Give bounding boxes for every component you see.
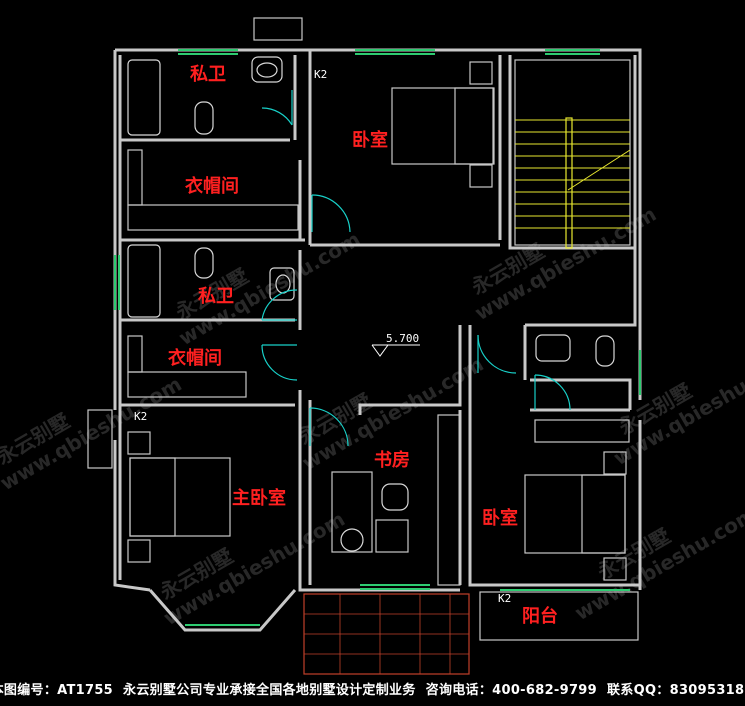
room-label-bedroom-right: 卧室 [482,507,518,529]
staircase [514,59,631,249]
elevation-value: 5.700 [386,332,419,345]
room-label-balcony: 阳台 [522,605,558,627]
tag-k2-left: K2 [134,410,147,423]
room-label-master-bedroom: 主卧室 [232,487,286,509]
room-label-study: 书房 [374,449,410,471]
windows [114,49,641,626]
footer-bar: 本图编号：AT1755 永云别墅公司专业承接全国各地别墅设计定制业务 咨询电话：… [0,674,745,702]
room-labels: 私卫 衣帽间 私卫 衣帽间 卧室 主卧室 书房 卧室 阳台 [168,64,558,627]
tag-k2-bottom: K2 [498,592,511,605]
elevation-mark: 5.700 [371,332,420,357]
window-tags: K2 K2 K2 [134,68,511,605]
room-label-private-bath-2: 私卫 [198,286,234,307]
doors [261,90,571,447]
footer-company: 永云别墅公司专业承接全国各地别墅设计定制业务 [123,682,416,698]
room-label-bedroom-top: 卧室 [352,129,388,151]
tag-k2-top: K2 [314,68,327,81]
room-label-private-bath-1: 私卫 [190,64,226,85]
footer-qq: 联系QQ：83095318 [607,682,745,698]
walls [113,48,642,632]
footer-drawing-no: 本图编号：AT1755 [0,682,114,698]
footer-phone: 咨询电话：400-682-9799 [425,682,597,698]
room-label-wardrobe-2: 衣帽间 [168,347,222,369]
room-label-wardrobe-1: 衣帽间 [185,175,239,197]
fixtures [87,17,639,675]
